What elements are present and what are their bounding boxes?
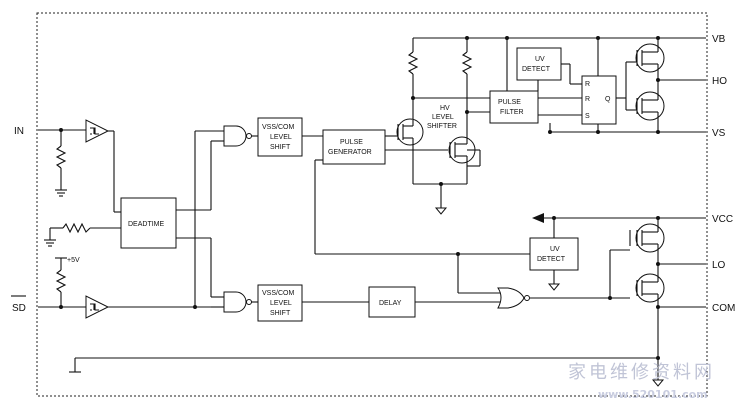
in-input-stage: [38, 119, 121, 213]
chip-boundary: [36, 12, 708, 397]
deadtime-resistor: [44, 222, 121, 247]
supply-5v-label: +5V: [67, 257, 80, 264]
pulse-filter-line1: PULSE: [498, 99, 521, 106]
pin-vcc-label: VCC: [712, 214, 733, 225]
pin-sd-label: SD: [12, 303, 26, 314]
uv-detect-low-block: [529, 237, 579, 271]
high-side-output-stage: [635, 38, 706, 132]
deadtime-outputs: [176, 130, 224, 309]
delay-label: DELAY: [379, 300, 402, 307]
latch-input-r2: R: [585, 96, 590, 103]
pin-in-label: IN: [14, 126, 24, 137]
vcc-bus: [532, 213, 706, 238]
level-shift-low-line1: VSS/COM: [262, 290, 294, 297]
pulse-generator-outputs: [314, 135, 530, 255]
sd-input-stage: +5V: [38, 257, 211, 319]
watermark-text: 家电维修资料网: [568, 362, 715, 383]
pulse-filter-wires: [413, 36, 706, 134]
deadtime-block: [120, 197, 177, 249]
latch-input-s: S: [585, 113, 590, 120]
latch-input-r1: R: [585, 81, 590, 88]
hv-shifter-line3: SHIFTER: [427, 123, 457, 130]
low-side-output-stage: [629, 223, 706, 309]
pulse-filter-line2: FILTER: [500, 109, 524, 116]
level-shift-high-line3: SHIFT: [270, 144, 291, 151]
pin-lo-label: LO: [712, 260, 726, 271]
nand-gate-high: [223, 125, 258, 147]
level-shift-low-block: [257, 284, 303, 322]
pin-ho-label: HO: [712, 76, 727, 87]
level-shift-high-line1: VSS/COM: [262, 124, 294, 131]
level-shift-low-line2: LEVEL: [270, 300, 292, 307]
uv-detect-low-line2: DETECT: [537, 256, 566, 263]
hv-level-shifter: HV LEVEL SHIFTER: [396, 38, 490, 215]
deadtime-label: DEADTIME: [128, 221, 165, 228]
ground-rail: [69, 307, 665, 387]
level-shift-high-block: [257, 117, 303, 157]
level-shift-high-line2: LEVEL: [270, 134, 292, 141]
level-shift-low-line3: SHIFT: [270, 310, 291, 317]
hv-shifter-line1: HV: [440, 105, 450, 112]
pulse-generator-line2: GENERATOR: [328, 149, 372, 156]
uv-detect-high-line2: DETECT: [522, 66, 551, 73]
rs-latch-block: [581, 75, 617, 125]
uv-detect-high-line1: UV: [535, 56, 545, 63]
pin-com-label: COM: [712, 303, 735, 314]
pulse-generator-line1: PULSE: [340, 139, 363, 146]
latch-output-q: Q: [605, 96, 611, 103]
hv-shifter-line2: LEVEL: [432, 114, 454, 121]
pulse-filter-block: [489, 90, 539, 124]
watermark-url: www.520101.com: [598, 388, 708, 401]
uv-detect-high-wires: [537, 63, 582, 91]
uv-detect-low-wires: [547, 270, 561, 291]
pin-vs-label: VS: [712, 128, 726, 139]
nor-gate-low: [456, 249, 630, 309]
pulse-generator-block: [322, 129, 386, 165]
pin-vb-label: VB: [712, 34, 726, 45]
uv-detect-low-line1: UV: [550, 246, 560, 253]
uv-detect-high-block: [516, 47, 562, 81]
nand-gate-low: [223, 291, 258, 313]
